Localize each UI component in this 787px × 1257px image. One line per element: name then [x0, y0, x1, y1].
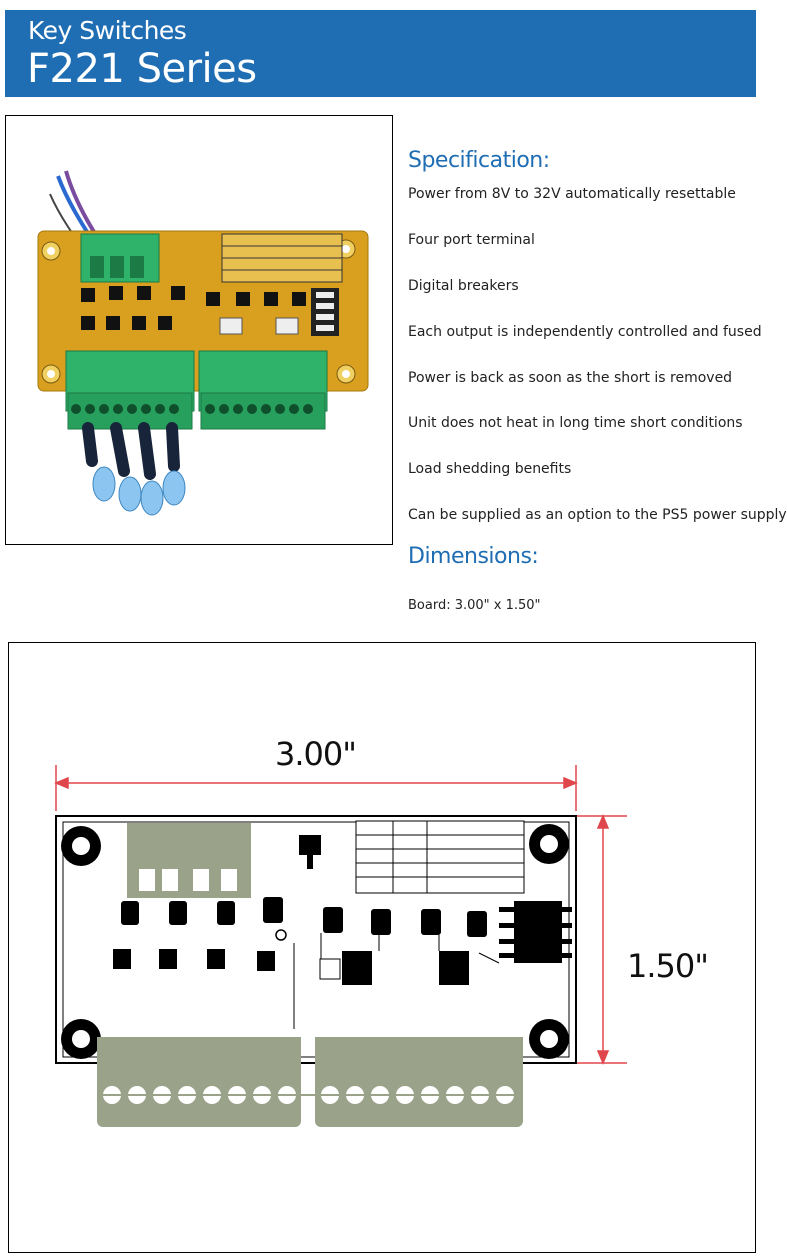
spec-item: Each output is independently controlled … — [408, 324, 762, 340]
specification-heading: Specification: — [408, 148, 550, 173]
header-banner: Key Switches F221 Series — [5, 10, 756, 97]
header-title: F221 Series — [27, 46, 257, 92]
dimension-drawing: 3.00" 1.50" — [8, 642, 756, 1253]
spec-item: Power is back as soon as the short is re… — [408, 370, 733, 386]
header-subtitle: Key Switches — [28, 16, 187, 45]
dimensions-heading: Dimensions: — [408, 544, 539, 569]
pcb-photo-illustration — [37, 170, 369, 516]
spec-item: Four port terminal — [408, 232, 535, 248]
spec-item: Power from 8V to 32V automatically reset… — [408, 186, 736, 202]
spec-item: Unit does not heat in long time short co… — [408, 415, 743, 431]
product-photo — [5, 115, 393, 545]
spec-item: Load shedding benefits — [408, 461, 572, 477]
board-dimensions: Board: 3.00" x 1.50" — [408, 598, 541, 613]
height-dimension-label: 1.50" — [627, 947, 709, 985]
spec-item: Digital breakers — [408, 278, 519, 294]
width-dimension-label: 3.00" — [275, 735, 357, 773]
board-outline-drawing — [54, 765, 627, 1127]
spec-item: Can be supplied as an option to the PS5 … — [408, 507, 787, 523]
